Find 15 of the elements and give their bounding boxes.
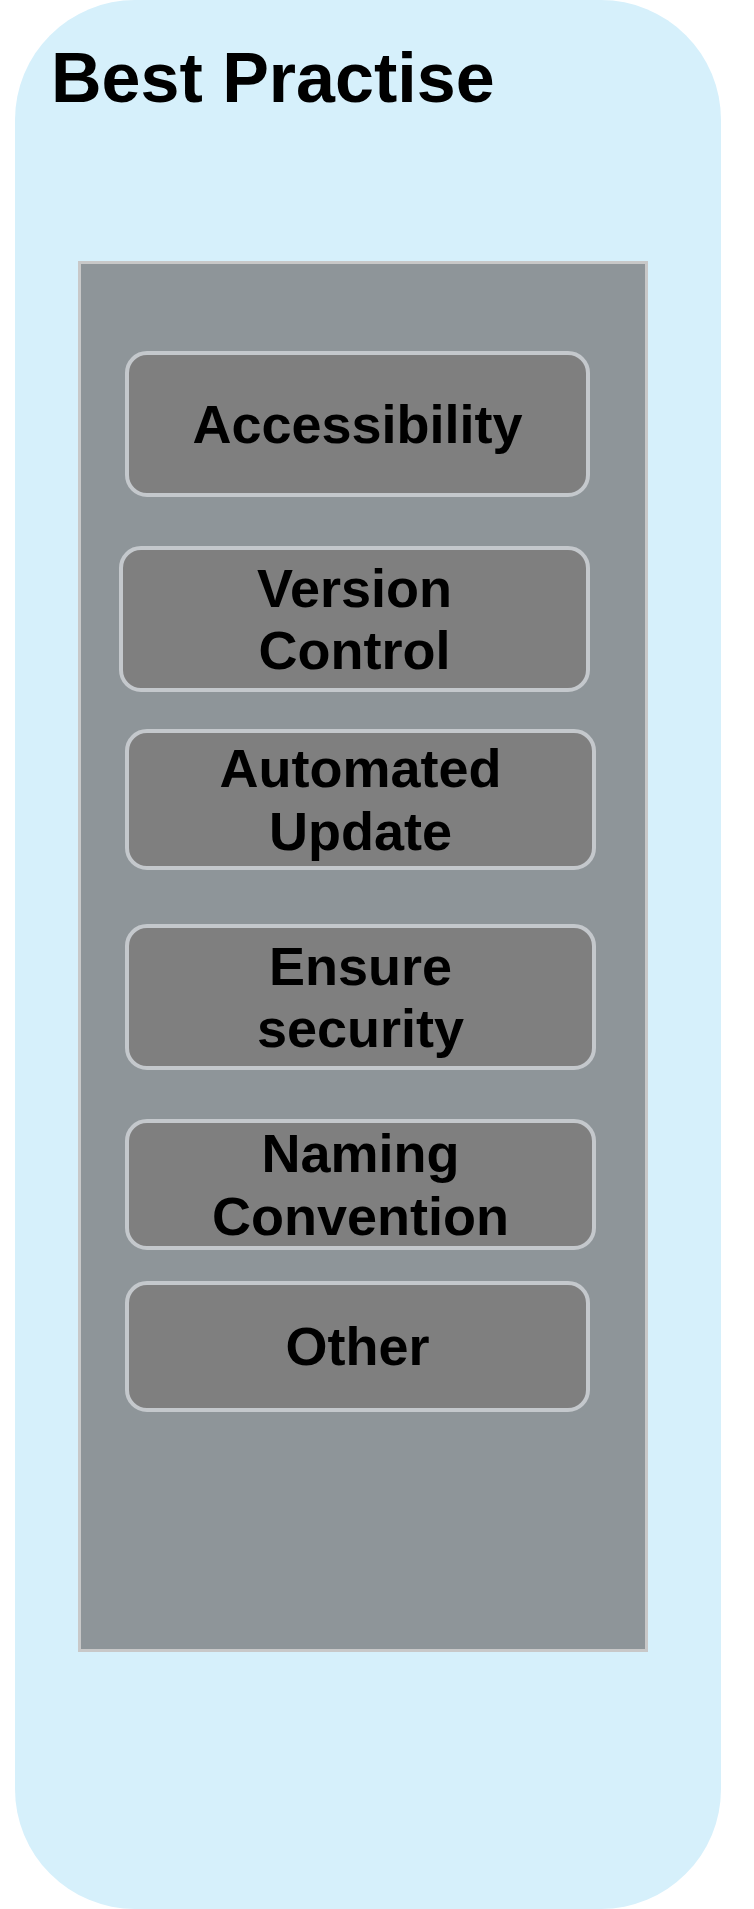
group-band: [15, 0, 721, 1909]
box-label: Version Control: [255, 556, 454, 682]
group-title: Best Practise: [51, 38, 495, 118]
box-label: Naming Convention: [211, 1122, 510, 1247]
box-label: Automated Update: [218, 737, 503, 862]
box-label: Accessibility: [191, 392, 524, 456]
process-box: [125, 924, 596, 1070]
process-box: [125, 729, 596, 870]
box-label: Other: [284, 1315, 431, 1378]
process-box: [125, 1281, 590, 1412]
process-box: [125, 1119, 596, 1250]
box-label: Ensure security: [255, 934, 466, 1060]
process-box: [125, 351, 590, 497]
process-box: [119, 546, 590, 692]
panel-box: [78, 261, 648, 1652]
